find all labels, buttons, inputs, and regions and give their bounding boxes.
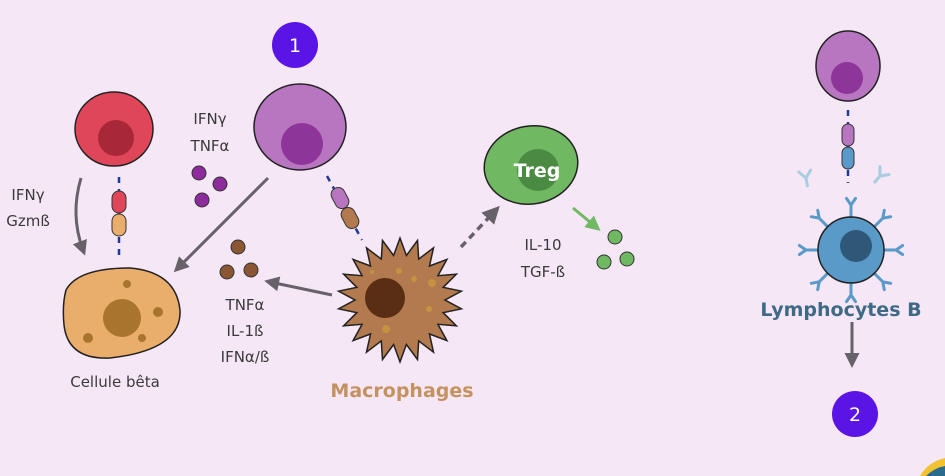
tcr-receptor-left — [111, 177, 127, 260]
arrow-cd4-to-beta — [173, 176, 270, 273]
arrow-macrophage-to-treg — [459, 205, 500, 249]
antibody-icon — [844, 281, 858, 304]
label-beta-cell: Cellule bêta — [70, 373, 160, 391]
label-tnfa-th1: TNFα — [190, 137, 230, 155]
badge-2-number: 2 — [849, 404, 861, 426]
corner-logo-fragment — [920, 458, 945, 476]
tcr-receptor-right — [841, 110, 855, 183]
arrow-treg-to-cytokines — [572, 206, 601, 231]
macrophage — [336, 235, 464, 365]
label-ifng-th1: IFNγ — [193, 110, 226, 128]
antibody-icon — [872, 208, 893, 229]
antibody-icon — [872, 271, 893, 292]
treg-cytokine-dots — [596, 229, 635, 270]
antibody-icon — [809, 271, 830, 292]
label-treg: Treg — [514, 160, 561, 182]
label-macrophages: Macrophages — [330, 380, 473, 402]
label-ifng-left: IFNγ — [11, 186, 44, 204]
label-il1b: IL-1ß — [227, 322, 264, 340]
b-cell — [797, 165, 905, 304]
macrophage-cytokine-dots — [219, 239, 259, 280]
label-tgfb: TGF-ß — [520, 263, 565, 281]
label-gzmb: Gzmß — [6, 212, 50, 230]
tcr-receptor-center — [325, 175, 364, 241]
antibody-icon — [809, 208, 830, 229]
free-antibody-icon — [873, 165, 891, 184]
label-tnfa-macro: TNFα — [225, 296, 265, 314]
label-ifnab: IFNα/ß — [221, 348, 270, 366]
free-antibody-icon — [797, 168, 813, 188]
label-il10: IL-10 — [524, 236, 561, 254]
badge-1-number: 1 — [289, 35, 301, 57]
treg-cell: Treg — [483, 124, 579, 206]
antibody-icon — [882, 243, 905, 257]
step-badge-1: 1 — [272, 22, 318, 68]
cd4-t-cell-right — [815, 30, 881, 102]
antibody-icon — [797, 243, 820, 257]
arrow-macrophage-to-cytokines — [264, 276, 333, 297]
antibody-icon — [844, 196, 858, 219]
th1-cytokine-dots — [191, 165, 228, 208]
step-badge-2: 2 — [832, 391, 878, 437]
label-b-cells: Lymphocytes B — [760, 299, 921, 321]
cd4-t-cell — [253, 83, 347, 171]
cd8-t-cell — [74, 91, 154, 167]
beta-cell — [62, 267, 181, 359]
arrow-cd8-to-beta — [72, 177, 87, 256]
